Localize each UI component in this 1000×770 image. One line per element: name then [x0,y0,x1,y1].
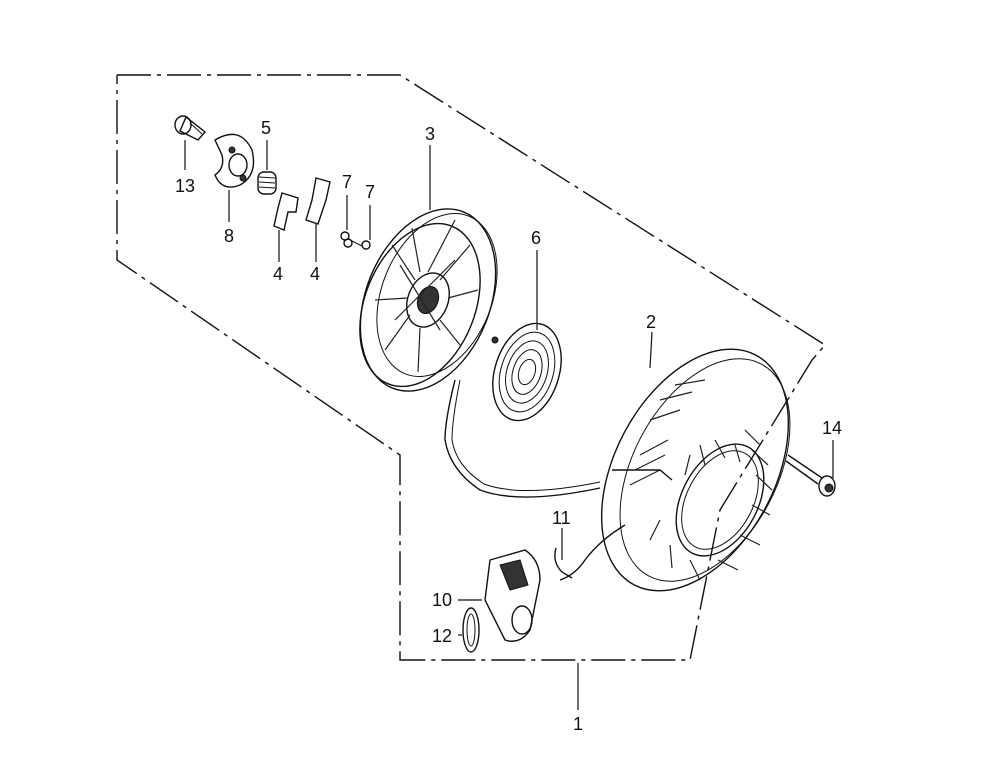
label-11: 11 [552,508,571,528]
label-7-left: 7 [342,172,352,192]
label-12: 12 [432,626,452,646]
label-4-left: 4 [273,264,283,284]
label-2: 2 [646,312,656,332]
starter-grip-part [484,549,541,642]
label-1: 1 [573,714,583,734]
reel-part [359,208,498,392]
starter-case-part [600,348,791,592]
friction-spring-part [257,171,277,195]
friction-plate-part [214,133,255,188]
starter-rope-part [444,379,626,581]
label-14: 14 [822,418,842,438]
ratchet-left-part [273,192,299,231]
assembly-outline [116,74,827,661]
label-13: 13 [175,176,195,196]
recoil-spring-part [491,322,562,422]
ratchet-right-part [305,177,331,225]
part-labels: 13 8 5 4 4 7 7 3 6 2 11 10 12 14 1 [175,118,842,734]
ratchet-spring-left-part [340,231,353,248]
label-10: 10 [432,590,452,610]
ratchet-spring-right-part [349,239,371,250]
setting-screw-part [174,115,207,141]
label-4-right: 4 [310,264,320,284]
label-5: 5 [261,118,271,138]
knob-part [462,607,480,653]
label-3: 3 [425,124,435,144]
flange-bolt-part [785,454,836,497]
label-7-right: 7 [365,182,375,202]
leader-lines [184,140,834,710]
label-8: 8 [224,226,234,246]
label-6: 6 [531,228,541,248]
